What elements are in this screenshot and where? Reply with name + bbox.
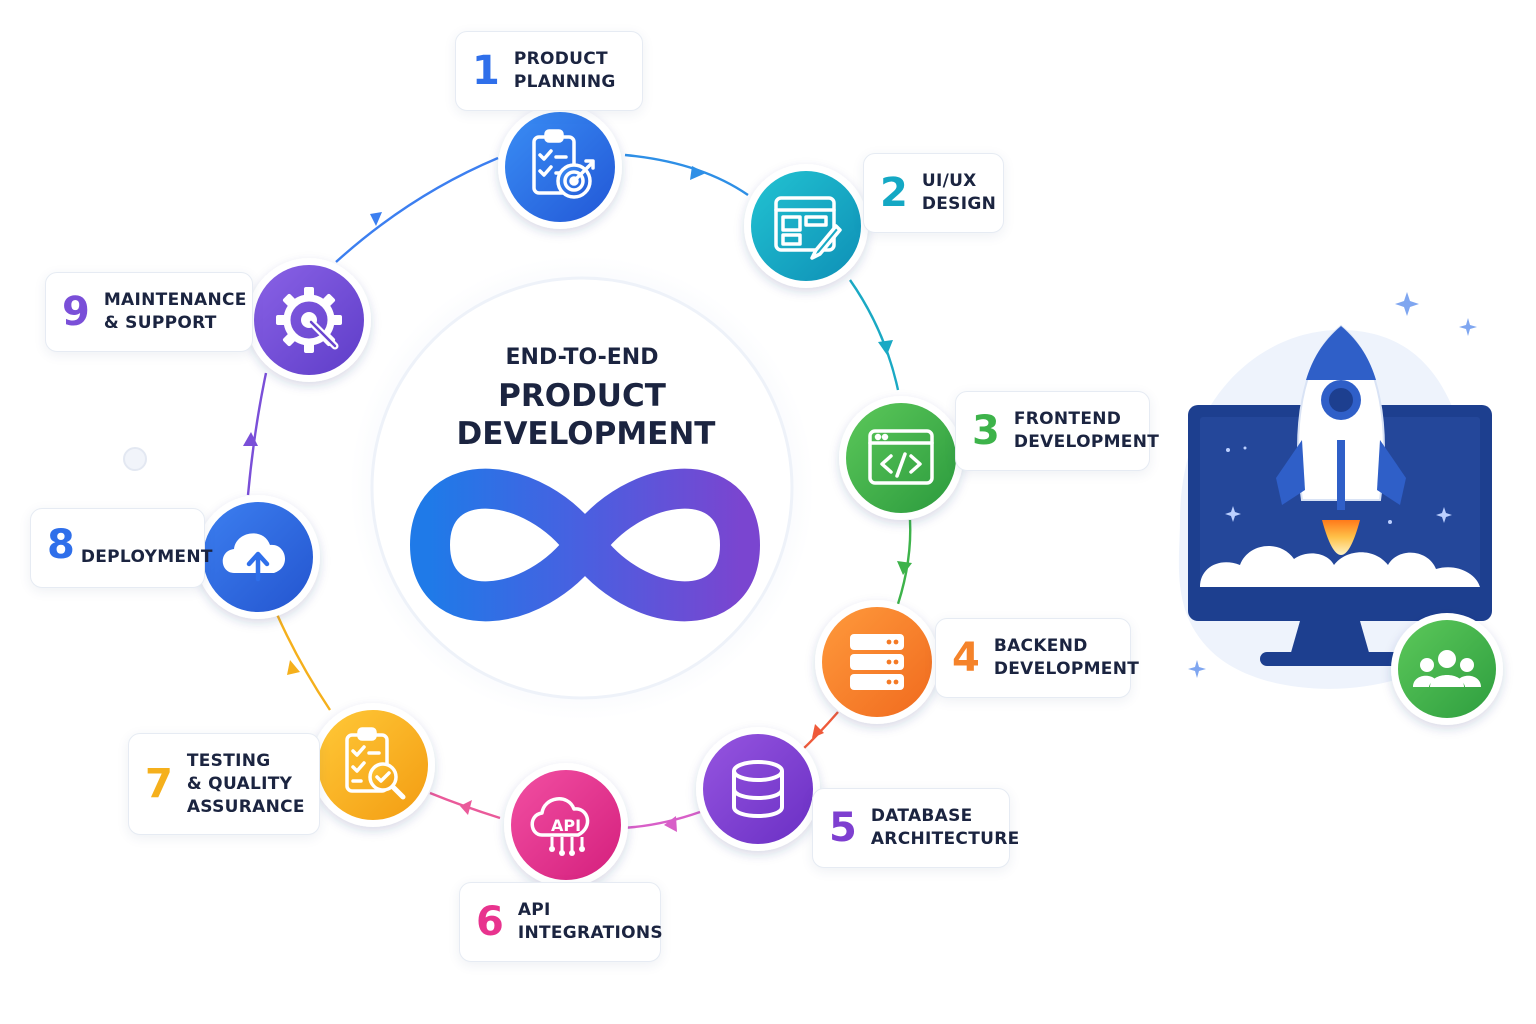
step-8-card[interactable]: 8 DEPLOYMENT	[30, 508, 212, 588]
gear-wrench-icon	[276, 287, 342, 353]
monitor-icon	[1188, 405, 1492, 666]
team-badge	[1391, 613, 1503, 725]
step-8-label: DEPLOYMENT	[80, 547, 213, 567]
step-7-label-line1: TESTING	[186, 750, 271, 771]
sparkle-icon	[1188, 292, 1477, 678]
clipboard-magnifier-icon	[345, 727, 406, 800]
step-5-node[interactable]	[696, 727, 820, 851]
code-window-icon	[868, 429, 934, 485]
step-3-number: 3	[972, 408, 1000, 454]
step-6-node[interactable]: API	[504, 763, 628, 887]
step-1-label-line1: PRODUCT	[513, 49, 608, 69]
rocket-icon	[1276, 324, 1406, 555]
step-4-label-line2: DEVELOPMENT	[993, 659, 1140, 679]
arrowhead-2	[878, 340, 893, 355]
step-3-card[interactable]: 3 FRONTEND DEVELOPMENT	[955, 391, 1159, 471]
arrowhead-1	[690, 166, 706, 180]
arc-7-8	[274, 611, 331, 711]
step-5-number: 5	[829, 805, 857, 851]
arrowhead-4	[812, 724, 824, 738]
step-1-label: PRODUCT PLANNING	[514, 48, 616, 94]
step-2-label: UI/UX DESIGN	[922, 170, 996, 216]
arc-8-9	[246, 372, 268, 496]
step-6-card[interactable]: 6 API INTEGRATIONS	[459, 882, 663, 962]
wireframe-pencil-icon	[774, 196, 842, 260]
step-4-label: BACKEND DEVELOPMENT	[994, 635, 1139, 681]
step-3-label-line1: FRONTEND	[1013, 409, 1122, 429]
arc-9-1	[335, 156, 499, 263]
arc-3-4	[896, 519, 912, 605]
arrowhead-3	[897, 561, 912, 575]
step-7-label: TESTING & QUALITY ASSURANCE	[187, 750, 305, 819]
step-4-number: 4	[952, 635, 980, 681]
step-7-card[interactable]: 7 TESTING & QUALITY ASSURANCE	[128, 733, 320, 835]
step-2-card[interactable]: 2 UI/UX DESIGN	[863, 153, 1004, 233]
step-1-card[interactable]: 1 PRODUCT PLANNING	[455, 31, 643, 111]
step-7-label-line2: & QUALITY	[186, 773, 293, 794]
arrowhead-6	[460, 800, 472, 815]
step-5-card[interactable]: 5 DATABASE ARCHITECTURE	[812, 788, 1019, 868]
step-1-node[interactable]	[498, 105, 622, 229]
arrowhead-8	[243, 432, 258, 446]
step-4-node[interactable]	[815, 600, 939, 724]
step-2-node[interactable]	[744, 164, 868, 288]
step-4-label-line1: BACKEND	[993, 636, 1088, 656]
step-1-label-line2: PLANNING	[513, 72, 616, 92]
database-icon	[732, 760, 784, 818]
step-3-node[interactable]	[839, 396, 963, 520]
center-title-line3: DEVELOPMENT	[457, 416, 716, 452]
center-title-line1: END-TO-END	[506, 345, 659, 370]
cloud-upload-icon	[222, 533, 286, 582]
step-6-label: API INTEGRATIONS	[518, 899, 663, 945]
step-7-label-line3: ASSURANCE	[186, 796, 305, 817]
step-9-label: MAINTENANCE & SUPPORT	[104, 289, 247, 335]
step-6-number: 6	[476, 899, 504, 945]
cycle-arrowheads	[243, 166, 912, 832]
arrowhead-9	[370, 212, 382, 226]
step-4-card[interactable]: 4 BACKEND DEVELOPMENT	[935, 618, 1139, 698]
step-9-label-line1: MAINTENANCE	[103, 290, 247, 310]
arc-1-2	[624, 153, 749, 196]
step-5-label-line2: ARCHITECTURE	[870, 829, 1020, 849]
step-8-number: 8	[47, 522, 75, 568]
step-7-node[interactable]	[311, 703, 435, 827]
step-2-label-line2: DESIGN	[921, 194, 997, 214]
step-3-label: FRONTEND DEVELOPMENT	[1014, 408, 1159, 454]
step-1-number: 1	[472, 48, 500, 94]
step-5-label-line1: DATABASE	[870, 806, 973, 826]
step-5-label: DATABASE ARCHITECTURE	[871, 805, 1020, 851]
clipboard-target-icon	[532, 129, 595, 199]
step-9-card[interactable]: 9 MAINTENANCE & SUPPORT	[45, 272, 253, 352]
step-7-number: 7	[145, 761, 173, 807]
arc-2-3	[849, 279, 900, 391]
arrowhead-5	[664, 816, 677, 832]
step-8-node[interactable]	[196, 495, 320, 619]
launch-illustration	[1178, 292, 1503, 725]
step-2-number: 2	[880, 170, 908, 216]
team-icon	[1413, 650, 1481, 687]
step-9-number: 9	[62, 289, 90, 335]
center-title-line2: PRODUCT	[498, 378, 666, 414]
step-6-label-line2: INTEGRATIONS	[517, 923, 663, 943]
decor-dot	[123, 447, 147, 471]
arrowhead-7	[287, 660, 300, 675]
api-cloud-icon: API	[530, 797, 590, 856]
step-9-label-line2: & SUPPORT	[103, 313, 217, 333]
step-3-label-line2: DEVELOPMENT	[1013, 432, 1160, 452]
infinity-icon	[410, 468, 760, 622]
step-2-label-line1: UI/UX	[921, 171, 977, 191]
step-6-label-line1: API	[517, 900, 551, 920]
arc-5-6	[621, 810, 701, 830]
server-icon	[850, 634, 904, 690]
api-icon-text: API	[551, 816, 581, 835]
step-9-node[interactable]	[247, 258, 371, 382]
